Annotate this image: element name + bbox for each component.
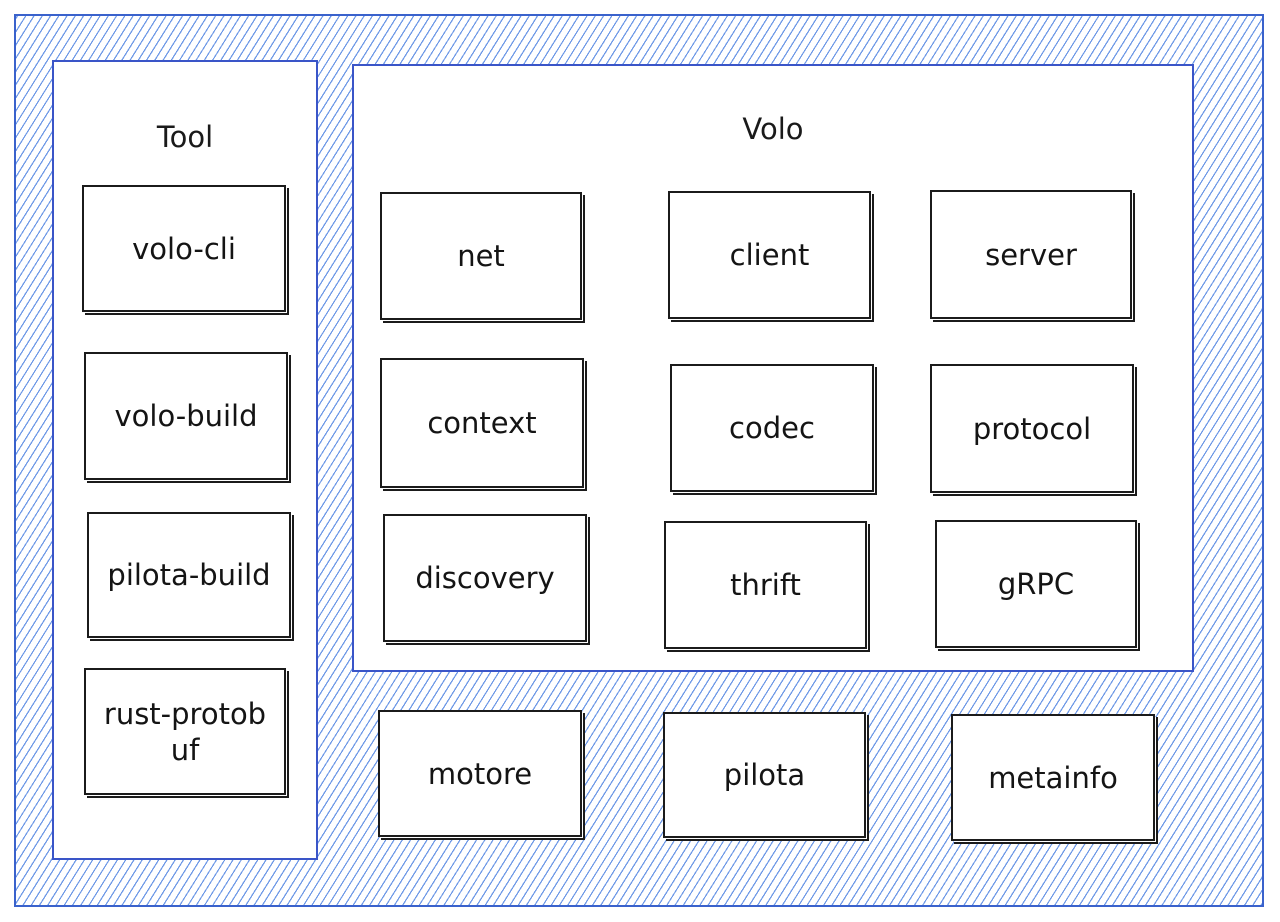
item-metainfo: metainfo [951,714,1155,841]
volo-item-label: net [457,239,505,273]
volo-item-label: thrift [730,568,801,602]
volo-item-label: gRPC [997,567,1075,601]
volo-item-discovery: discovery [383,514,587,642]
bottom-item-label: metainfo [988,760,1118,795]
volo-item-codec: codec [670,364,874,492]
item-pilota: pilota [663,712,866,838]
volo-item-protocol: protocol [930,364,1134,493]
tool-item-label: pilota-build [107,558,271,592]
volo-item-client: client [668,191,871,319]
volo-item-thrift: thrift [664,521,867,649]
volo-item-label: server [985,237,1077,272]
bottom-item-label: pilota [723,758,806,792]
volo-item-context: context [380,358,584,488]
bottom-item-label: motore [427,756,533,791]
tool-item-label: volo-build [114,399,258,433]
tool-item-label: volo-cli [132,231,236,266]
volo-panel-title: Volo [742,112,804,146]
volo-item-label: protocol [972,411,1092,446]
volo-item-net: net [380,192,582,320]
tool-item-label: rust-protob uf [103,696,267,767]
tool-item-rust-protobuf: rust-protob uf [84,668,286,795]
volo-item-label: discovery [415,561,555,595]
tool-panel-title: Tool [156,120,214,154]
volo-item-grpc: gRPC [935,520,1137,648]
item-motore: motore [378,710,582,837]
volo-item-label: codec [729,411,815,445]
tool-item-volo-build: volo-build [84,352,288,480]
volo-item-label: client [729,238,810,272]
volo-item-server: server [930,190,1132,319]
tool-item-pilota-build: pilota-build [87,512,291,638]
tool-item-volo-cli: volo-cli [82,185,286,312]
volo-item-label: context [427,406,537,440]
